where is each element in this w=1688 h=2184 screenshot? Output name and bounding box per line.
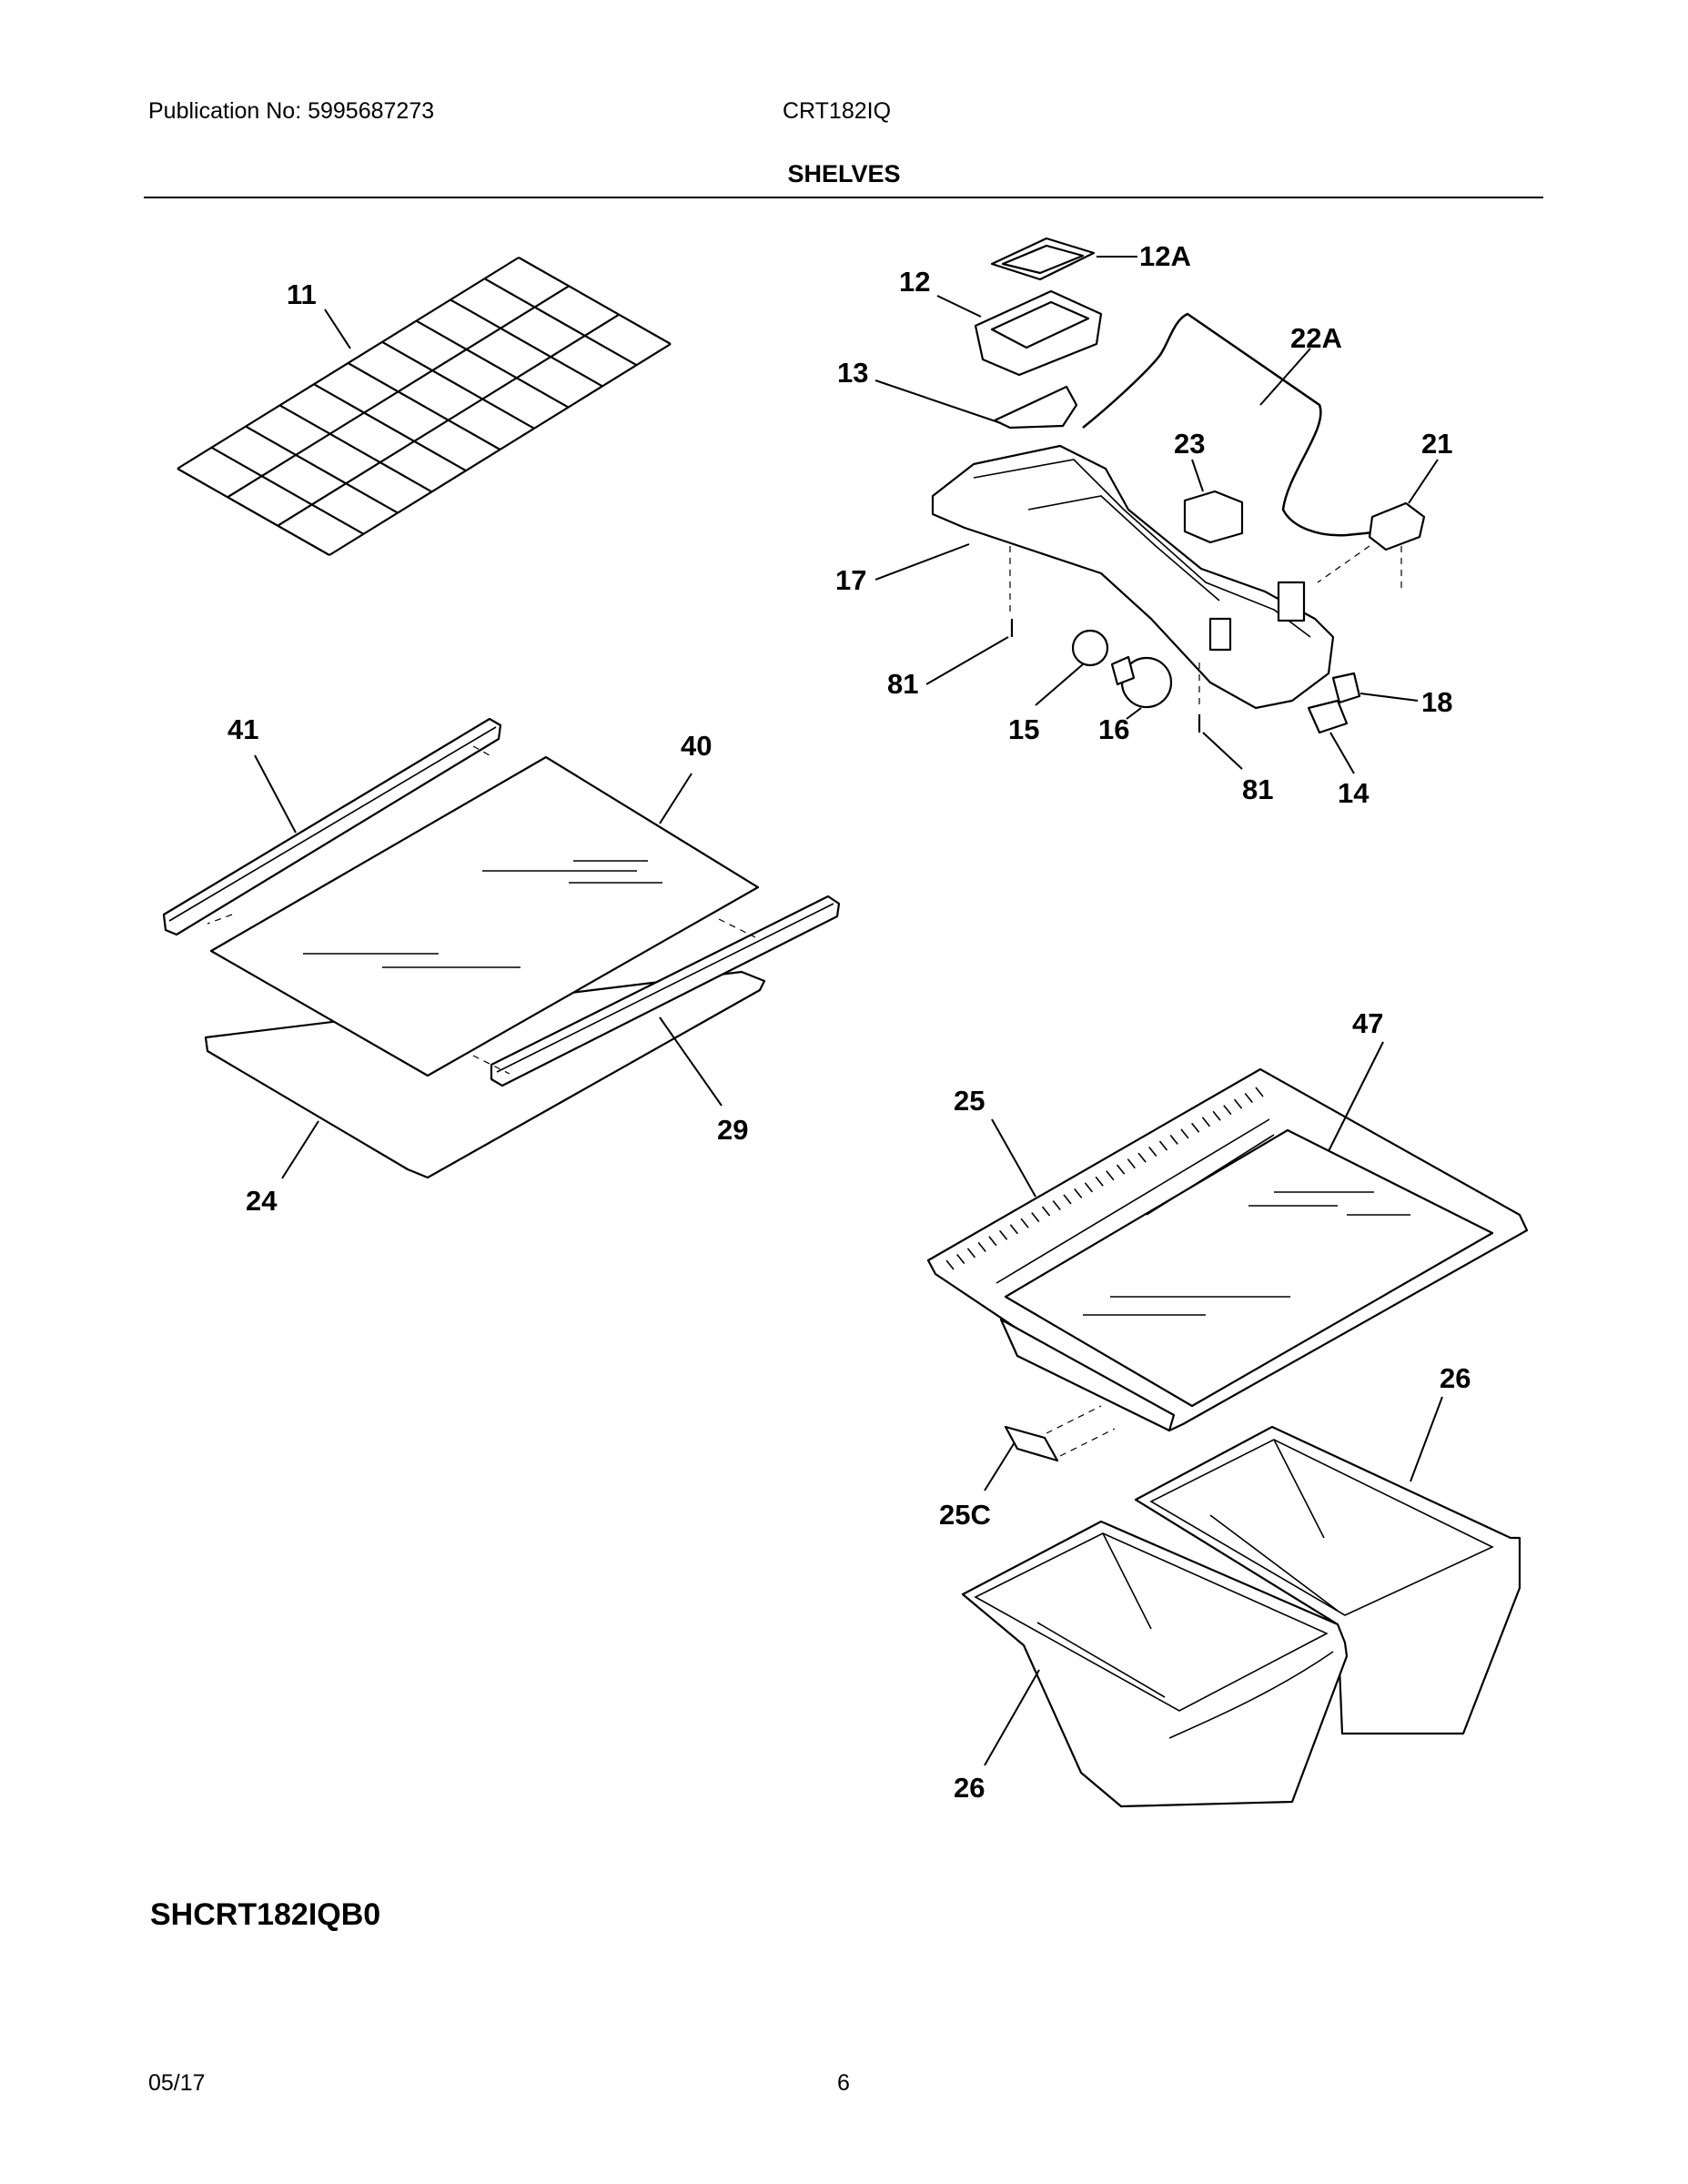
vent-slot: [1201, 1117, 1211, 1127]
vent-slot: [998, 1229, 1008, 1240]
control-housing-17: [931, 444, 1335, 710]
shelf-wire: [483, 278, 638, 367]
callout-11: 11: [287, 278, 317, 310]
shelf-wire: [450, 298, 603, 388]
callout-81-left: 81: [887, 668, 918, 700]
switch-21: [1368, 501, 1426, 551]
shelf-rail: [277, 313, 620, 527]
thermostat-23: [1183, 490, 1244, 544]
switch-14: [1307, 699, 1349, 734]
callout-25c: 25C: [939, 1499, 991, 1531]
vent-slot: [1074, 1188, 1083, 1198]
crisper-drawer-front: [961, 1520, 1349, 1808]
shelf-wire: [415, 319, 570, 409]
shelf-wire: [347, 362, 501, 450]
callout-29: 29: [717, 1114, 748, 1146]
callout-41: 41: [227, 713, 258, 745]
shelf-wire: [313, 383, 467, 472]
shelf-wire: [278, 404, 433, 493]
callout-21: 21: [1421, 428, 1452, 460]
vent-slot: [1106, 1170, 1115, 1181]
callout-12a: 12A: [1139, 240, 1191, 272]
vent-slot: [1127, 1158, 1136, 1169]
callout-26-rear: 26: [1440, 1362, 1471, 1394]
callout-25: 25: [954, 1085, 985, 1117]
lamp-socket-15: [1071, 629, 1109, 667]
vent-slot: [956, 1253, 965, 1264]
vent-slot: [1158, 1140, 1168, 1151]
shelf-wire: [210, 446, 365, 535]
vent-slot: [1095, 1176, 1104, 1187]
callout-22a: 22A: [1290, 322, 1342, 354]
shelf-wire: [177, 468, 330, 556]
vent-slot: [966, 1248, 976, 1259]
vent-slot: [1009, 1224, 1018, 1235]
vent-slot: [977, 1241, 986, 1252]
shelf-wire: [381, 340, 535, 430]
vent-slot: [1255, 1087, 1264, 1097]
vent-slot: [1180, 1128, 1189, 1139]
callout-81-right: 81: [1242, 774, 1273, 805]
publication-number: Publication No: 5995687273: [148, 98, 435, 124]
page-number: 6: [837, 2070, 850, 2096]
clip-18: [1331, 672, 1361, 704]
crisper-drawers: [961, 1425, 1521, 1808]
cover-front: [999, 1318, 1176, 1432]
vent-slot: [1169, 1134, 1178, 1145]
vent-slot: [1191, 1122, 1200, 1133]
vent-slot: [1233, 1098, 1243, 1109]
callout-16: 16: [1098, 713, 1129, 745]
vent-slot: [1223, 1105, 1232, 1116]
vent-slot: [945, 1259, 955, 1270]
vent-slot: [1052, 1199, 1061, 1210]
callout-47: 47: [1352, 1007, 1383, 1039]
callout-17: 17: [835, 564, 866, 596]
bracket-25c: [1004, 1425, 1059, 1462]
diagram-code: SHCRT182IQB0: [150, 1897, 381, 1932]
shelf-wire: [245, 425, 399, 514]
vent-slot: [1041, 1206, 1051, 1217]
callout-26-front: 26: [954, 1772, 985, 1804]
callout-18: 18: [1421, 686, 1452, 718]
light-housing-assembly: [931, 237, 1426, 734]
vent-slot: [1148, 1147, 1157, 1158]
vent-slot: [1116, 1164, 1126, 1175]
callout-23: 23: [1174, 428, 1205, 460]
callout-24: 24: [246, 1185, 278, 1217]
vent-slot: [1212, 1110, 1221, 1121]
front-trim: [162, 717, 502, 936]
vent-slot: [1084, 1182, 1094, 1193]
leader-lines: [254, 256, 1443, 1766]
glass-panel: [209, 755, 760, 1077]
crisper-cover-assembly: [926, 1067, 1529, 1462]
vent-slot: [1020, 1218, 1029, 1228]
callout-13: 13: [837, 357, 868, 389]
header-rule: [144, 197, 1543, 198]
footer-date: 05/17: [148, 2070, 206, 2096]
model-number: CRT182IQ: [783, 98, 892, 124]
bracket-13: [993, 385, 1078, 430]
callout-14: 14: [1338, 777, 1370, 809]
callout-12: 12: [899, 266, 930, 298]
vent-slot: [1031, 1212, 1040, 1223]
vent-slot: [1063, 1194, 1072, 1205]
vent-slot: [1244, 1093, 1253, 1104]
vent-slot: [988, 1236, 997, 1247]
glass-shelf-assembly: [162, 717, 841, 1179]
wire-shelf: [177, 257, 672, 556]
callout-40: 40: [681, 730, 712, 762]
vent-slot: [1137, 1152, 1147, 1163]
callout-15: 15: [1008, 713, 1039, 745]
shelf-wire: [518, 257, 672, 345]
section-title: SHELVES: [787, 160, 901, 187]
shelf-rail: [227, 285, 570, 499]
